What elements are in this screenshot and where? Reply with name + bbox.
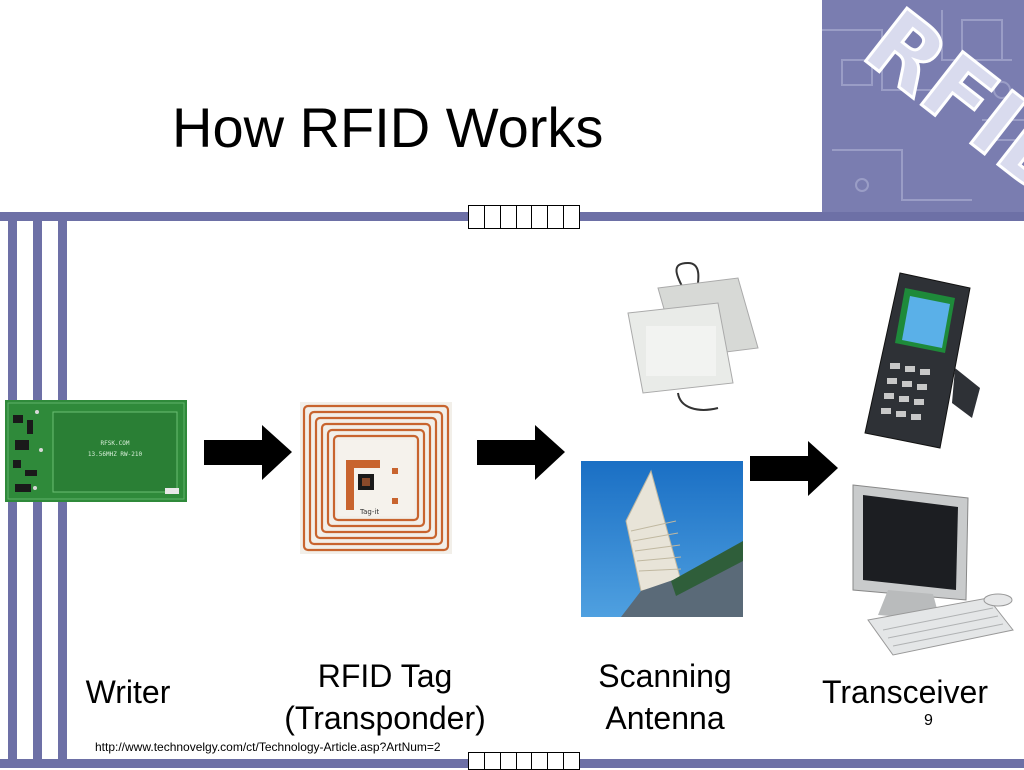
pcb-board-image: RFSK.COM 13.56MHZ RW-210 xyxy=(5,400,187,502)
arrow-icon-3 xyxy=(750,441,838,496)
tag-label: RFID Tag (Transponder) xyxy=(260,656,510,739)
pcb-text-2: 13.56MHZ RW-210 xyxy=(88,451,143,458)
slide-title: How RFID Works xyxy=(172,96,604,159)
rfid-logo: RFID xyxy=(822,0,1024,220)
antenna-label-line1: Scanning xyxy=(598,658,732,694)
handheld-reader-image xyxy=(860,268,985,458)
tag-label-line1: RFID Tag xyxy=(317,658,453,694)
tag-text: Tag-it xyxy=(359,508,379,516)
page-number: 9 xyxy=(924,712,933,729)
computer-image xyxy=(848,480,1018,658)
panel-antenna-image xyxy=(618,258,764,424)
writer-label: Writer xyxy=(85,674,171,710)
pcb-text-1: RFSK.COM xyxy=(101,440,130,447)
outdoor-antenna-image xyxy=(581,461,743,617)
tag-label-line2: (Transponder) xyxy=(284,699,486,736)
source-url-link[interactable]: http://www.technovelgy.com/ct/Technology… xyxy=(95,740,441,754)
rfid-coil-tag-image: Tag-it xyxy=(300,402,452,554)
arrow-icon-2 xyxy=(477,425,565,480)
antenna-label: Scanning Antenna xyxy=(570,656,760,739)
transceiver-label: Transceiver xyxy=(822,674,988,710)
antenna-label-line2: Antenna xyxy=(605,699,725,736)
missing-glyph-box-top xyxy=(468,205,580,229)
arrow-icon-1 xyxy=(204,425,292,480)
missing-glyph-box-bottom xyxy=(468,752,580,770)
